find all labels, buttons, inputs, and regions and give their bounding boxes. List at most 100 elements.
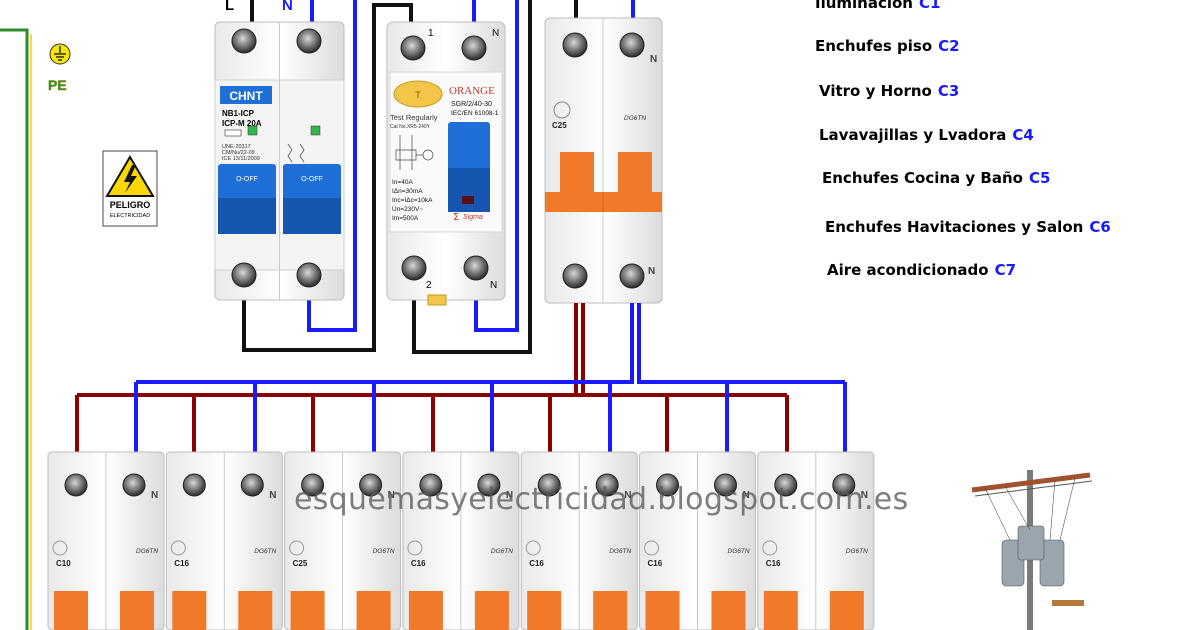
rcd-catalog: Cat No.XR5-240Y: [390, 124, 431, 130]
rcd-spec-2: IΔn=30mA: [392, 188, 423, 195]
breaker-handle-left[interactable]: [54, 591, 88, 630]
breaker-handle-right[interactable]: [356, 591, 391, 630]
terminal-screw: [774, 473, 798, 497]
danger-sign-subtitle: ELECTRICIDAD: [110, 213, 150, 219]
terminal-screw: [595, 473, 619, 497]
rcd-spec-3: Inc=IΔc=10kA: [392, 197, 433, 204]
danger-sign: PELIGRO ELECTRICIDAD: [102, 150, 158, 227]
breaker-model: DG6TN: [373, 548, 395, 555]
breaker-handle-left[interactable]: [290, 591, 325, 630]
breaker-handle-right[interactable]: [474, 591, 509, 630]
circuit-breaker: N C10 DG6TN: [47, 451, 165, 630]
neutral-mark: N: [861, 490, 868, 501]
breaker-handle-left[interactable]: [172, 591, 207, 630]
circuit-code: C2: [938, 37, 960, 55]
breaker-handle-right[interactable]: [238, 591, 273, 630]
rcd-test-button[interactable]: [393, 80, 443, 108]
main-breaker-neutral-bottom: N: [648, 266, 655, 277]
terminal-screw: [714, 473, 737, 497]
feed-wires: [242, 0, 578, 354]
breaker-handle-right[interactable]: [711, 591, 746, 630]
residual-current-device: 1 N 2 N T Test Regularly Cat No.XR5-240Y…: [386, 21, 506, 306]
main-breaker: N N C25 DG6TN: [544, 17, 663, 304]
breaker-model: DG6TN: [609, 548, 631, 555]
breaker-rating: C10: [56, 559, 71, 568]
ge-logo-icon: [525, 540, 541, 556]
danger-sign-title: PELIGRO: [110, 200, 151, 210]
earth-wire: [0, 28, 29, 630]
breaker-rating: C16: [648, 559, 663, 568]
terminal-screw: [477, 473, 501, 497]
main-breaker-handle-left[interactable]: [560, 152, 594, 192]
neutral-mark: N: [388, 490, 395, 501]
circuit-name: Iluminación: [815, 0, 913, 12]
breaker-handle-left[interactable]: [527, 591, 562, 630]
breaker-model: DG6TN: [491, 548, 513, 555]
rcd-circuit-symbol-icon: [395, 135, 434, 170]
circuit-item-c5: Enchufes Cocina y Baño C5: [822, 169, 1050, 187]
rcd-test-text: Test Regularly: [390, 113, 438, 122]
terminal-screw: [122, 473, 146, 497]
line-terminal-label: L: [225, 0, 234, 14]
breaker-model: DG6TN: [728, 548, 750, 555]
icp-spec-1: UNE-20317: [222, 144, 251, 150]
breaker-model: DG6TN: [136, 548, 158, 555]
earth-label: PE: [48, 77, 67, 93]
neutral-feed-wires: [307, 0, 635, 332]
terminal-screw: [240, 473, 264, 497]
circuit-item-c6: Enchufes Havitaciones y Salon C6: [825, 218, 1111, 236]
neutral-mark: N: [743, 490, 750, 501]
terminal-screw: [656, 473, 679, 497]
circuit-code: C7: [994, 261, 1017, 279]
terminal-screw: [537, 473, 561, 497]
rcd-spec-4: Un=230V~: [392, 206, 423, 213]
neutral-mark: N: [151, 490, 158, 501]
phase-bus: [75, 303, 789, 462]
icp-breaker: CHNT NB1-ICP ICP-M 20A UNE-20317 CM/Nu/2…: [214, 21, 345, 301]
breaker-handle-left[interactable]: [763, 591, 798, 630]
circuit-code: C6: [1089, 218, 1111, 236]
ge-logo-icon: [52, 540, 68, 556]
main-breaker-neutral-top: N: [650, 54, 657, 65]
rcd-terminal-2: 2: [426, 280, 432, 291]
icp-toggle-label-left: O-OFF: [236, 176, 258, 183]
circuit-code: C3: [937, 82, 960, 100]
circuit-code: C4: [1012, 126, 1034, 144]
terminal-screw: [64, 473, 88, 497]
rcd-model: SGR/2/40-30: [451, 101, 492, 108]
breaker-handle-left[interactable]: [408, 591, 443, 630]
ge-logo-icon: [762, 540, 778, 556]
earth-symbol-icon: [49, 43, 71, 65]
breaker-rating: C25: [293, 559, 308, 568]
breaker-rating: C16: [174, 559, 189, 568]
icp-toggle-label-right: O-OFF: [301, 176, 323, 183]
circuit-name: Enchufes Havitaciones y Salon: [825, 218, 1084, 236]
rcd-brand: ORANGE: [449, 85, 495, 97]
breaker-handle-right[interactable]: [829, 591, 864, 630]
breaker-handle-left[interactable]: [645, 591, 680, 630]
main-breaker-model: DG6TN: [624, 115, 646, 122]
breaker-handle-right[interactable]: [120, 591, 154, 630]
breaker-handle-right[interactable]: [593, 591, 628, 630]
icp-brand: CHNT: [229, 89, 263, 103]
main-breaker-rating: C25: [552, 121, 567, 130]
terminal-screw: [182, 473, 206, 497]
terminal-screw: [301, 473, 325, 497]
circuit-breaker: N C16 DG6TN: [639, 451, 756, 630]
breaker-model: DG6TN: [254, 548, 276, 555]
rcd-spec-list: In=40A IΔn=30mA Inc=IΔc=10kA Un=230V~ Im…: [392, 179, 433, 222]
circuit-breaker: N C25 DG6TN: [284, 451, 402, 630]
sigma-icon: Σ: [453, 212, 459, 223]
main-breaker-handle-right[interactable]: [618, 152, 652, 192]
breaker-rating: C16: [411, 559, 426, 568]
rcd-spec-1: In=40A: [392, 179, 413, 186]
circuit-name: Enchufes Cocina y Baño: [822, 169, 1023, 187]
circuit-code: C5: [1028, 169, 1051, 187]
